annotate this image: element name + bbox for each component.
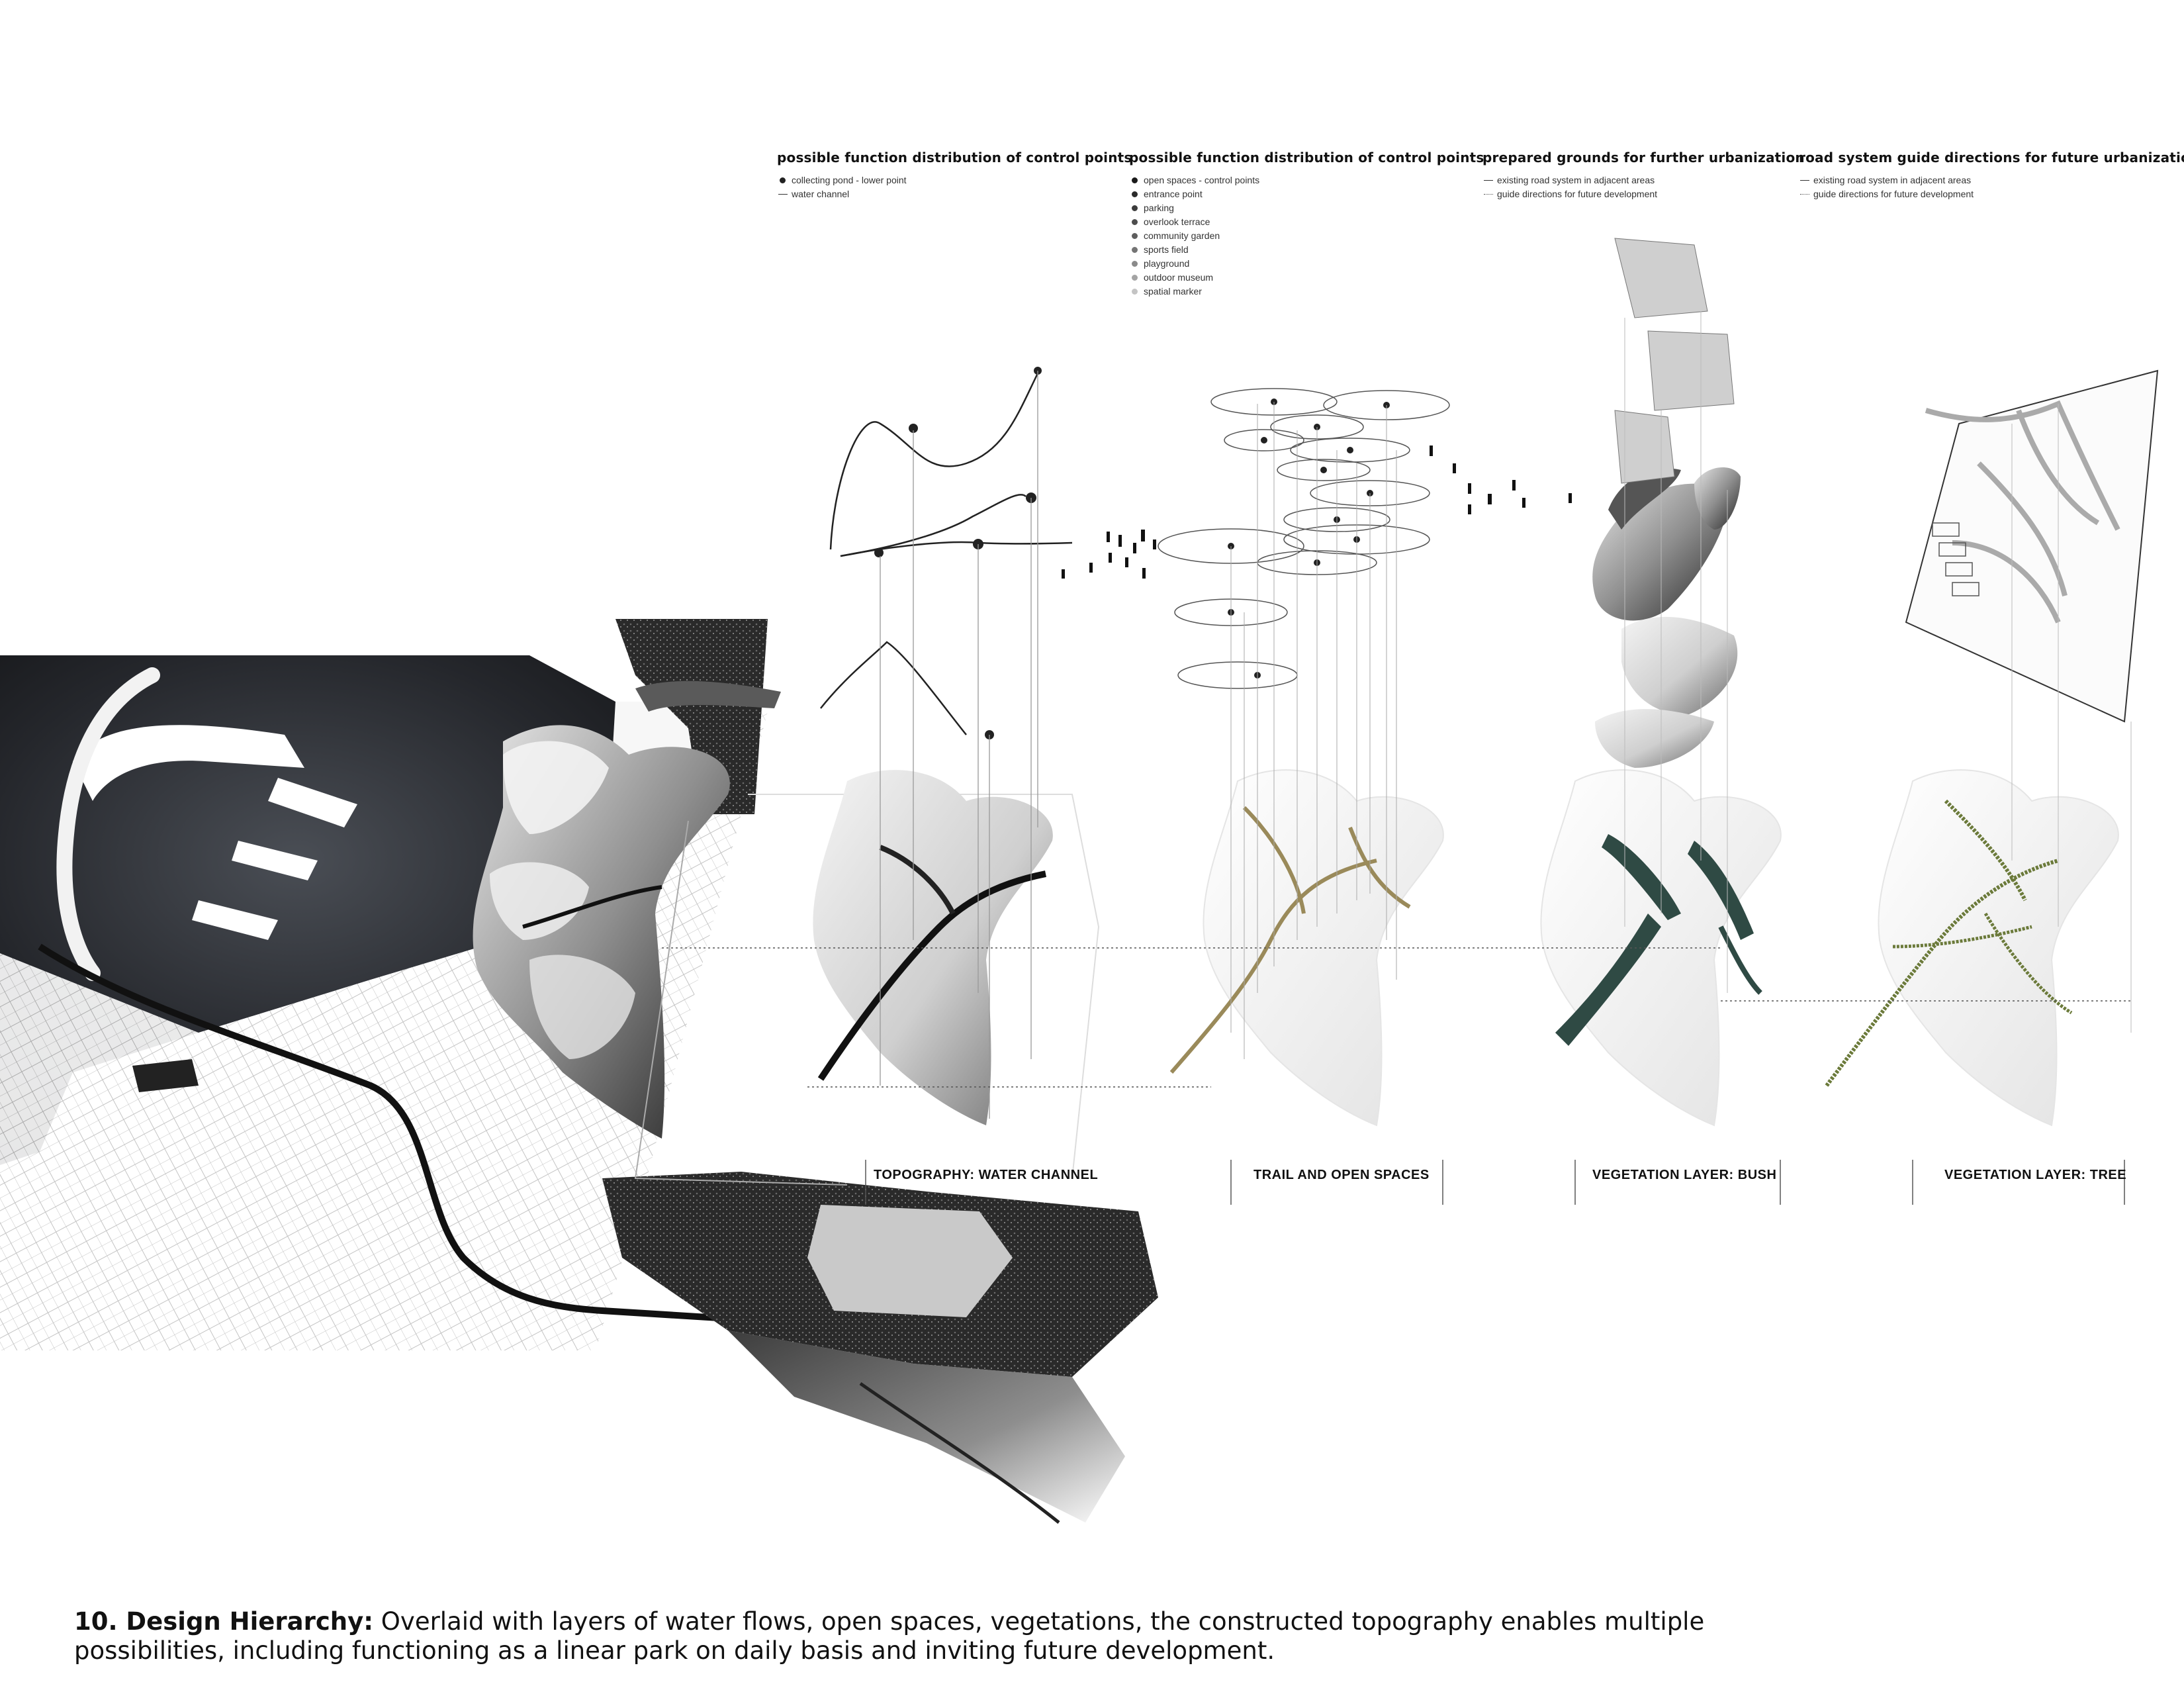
- legend-title: prepared grounds for further urbanizatio…: [1482, 150, 1805, 165]
- legend-road-system: road system guide directions for future …: [1799, 150, 2184, 201]
- legend-item-label: overlook terrace: [1144, 216, 1210, 227]
- legend-item-label: open spaces - control points: [1144, 175, 1260, 185]
- legend-item-label: playground: [1144, 258, 1190, 269]
- legend-item-label: collecting pond - lower point: [792, 175, 907, 185]
- solid-line-icon: [1482, 173, 1497, 187]
- solid-line-icon: [1799, 173, 1813, 187]
- layer-label-trail-open-spaces: TRAIL AND OPEN SPACES: [1253, 1168, 1430, 1182]
- legend-item-label: community garden: [1144, 230, 1220, 241]
- legend-items: collecting pond - lower point water chann…: [777, 173, 1148, 201]
- legend-item: guide directions for future development: [1799, 187, 2169, 201]
- legend-item: spatial marker: [1129, 285, 1500, 299]
- legend-items: existing road system in adjacent areas gu…: [1799, 173, 2169, 201]
- dot-icon: [777, 173, 792, 187]
- legend-item-label: guide directions for future development: [1497, 189, 1658, 199]
- stack-water-channel: [813, 367, 1073, 1125]
- dot-icon: [1129, 215, 1144, 229]
- people-silhouettes: [1062, 445, 1572, 579]
- legend-item: overlook terrace: [1129, 215, 1500, 229]
- legend-water-channel: possible function distribution of contro…: [777, 150, 1148, 201]
- legend-item: existing road system in adjacent areas: [1799, 173, 2169, 187]
- stack-trail-open-spaces: [1158, 388, 1450, 1127]
- legend-item: playground: [1129, 257, 1500, 271]
- main-topography-form: [473, 725, 730, 1139]
- legend-item: open spaces - control points: [1129, 173, 1500, 187]
- dot-icon: [1129, 257, 1144, 271]
- legend-item-label: entrance point: [1144, 189, 1203, 199]
- legend-item: existing road system in adjacent areas: [1482, 173, 1853, 187]
- layer-connector-lines: [662, 947, 2131, 1088]
- legend-item-label: outdoor museum: [1144, 272, 1214, 283]
- stack-vegetation-bush: [1540, 238, 1782, 1127]
- layer-label-vegetation-tree: VEGETATION LAYER: TREE: [1944, 1168, 2127, 1182]
- legend-open-spaces: possible function distribution of contro…: [1129, 150, 1500, 299]
- legend-item: parking: [1129, 201, 1500, 215]
- legend-item: guide directions for future development: [1482, 187, 1853, 201]
- legend-title: possible function distribution of contro…: [1129, 150, 1484, 165]
- legend-title: road system guide directions for future …: [1799, 150, 2184, 165]
- legend-item-label: water channel: [792, 189, 850, 199]
- stack-vegetation-tree: [1825, 369, 2159, 1127]
- figure-caption: 10. Design Hierarchy: Overlaid with laye…: [74, 1607, 1861, 1665]
- legend-item-label: guide directions for future development: [1813, 189, 1974, 199]
- dot-icon: [1129, 187, 1144, 201]
- legend-item: water channel: [777, 187, 1148, 201]
- aerial-photo-north: [615, 619, 781, 814]
- layer-label-water-channel: TOPOGRAPHY: WATER CHANNEL: [874, 1168, 1099, 1182]
- legend-item: community garden: [1129, 229, 1500, 243]
- legend-item: outdoor museum: [1129, 271, 1500, 285]
- dot-icon: [1129, 201, 1144, 215]
- dot-icon: [1129, 229, 1144, 243]
- legend-urbanization-grounds: prepared grounds for further urbanizatio…: [1482, 150, 1853, 201]
- dot-icon: [1129, 271, 1144, 285]
- caption-heading: 10. Design Hierarchy:: [74, 1607, 374, 1636]
- legend-item-label: existing road system in adjacent areas: [1813, 175, 1972, 185]
- solid-line-icon: [777, 187, 792, 201]
- layer-label-vegetation-bush: VEGETATION LAYER: BUSH: [1592, 1168, 1777, 1182]
- legend-item-label: spatial marker: [1144, 286, 1202, 297]
- legend-items: open spaces - control points entrance poi…: [1129, 173, 1500, 299]
- aerial-photo-south: [602, 1172, 1158, 1524]
- legend-item-label: parking: [1144, 203, 1174, 213]
- legend-item: sports field: [1129, 243, 1500, 257]
- legend-item-label: existing road system in adjacent areas: [1497, 175, 1655, 185]
- dot-icon: [1129, 285, 1144, 299]
- legend-item: entrance point: [1129, 187, 1500, 201]
- dot-icon: [1129, 243, 1144, 257]
- legend-item: collecting pond - lower point: [777, 173, 1148, 187]
- legend-item-label: sports field: [1144, 244, 1189, 255]
- caption-text: Overlaid with layers of water flows, ope…: [74, 1607, 1705, 1665]
- legend-title: possible function distribution of contro…: [777, 150, 1132, 165]
- layer-label-brackets: [865, 1160, 2125, 1205]
- legend-items: existing road system in adjacent areas gu…: [1482, 173, 1853, 201]
- dotted-line-icon: [1482, 187, 1497, 201]
- dotted-line-icon: [1799, 187, 1813, 201]
- dot-icon: [1129, 173, 1144, 187]
